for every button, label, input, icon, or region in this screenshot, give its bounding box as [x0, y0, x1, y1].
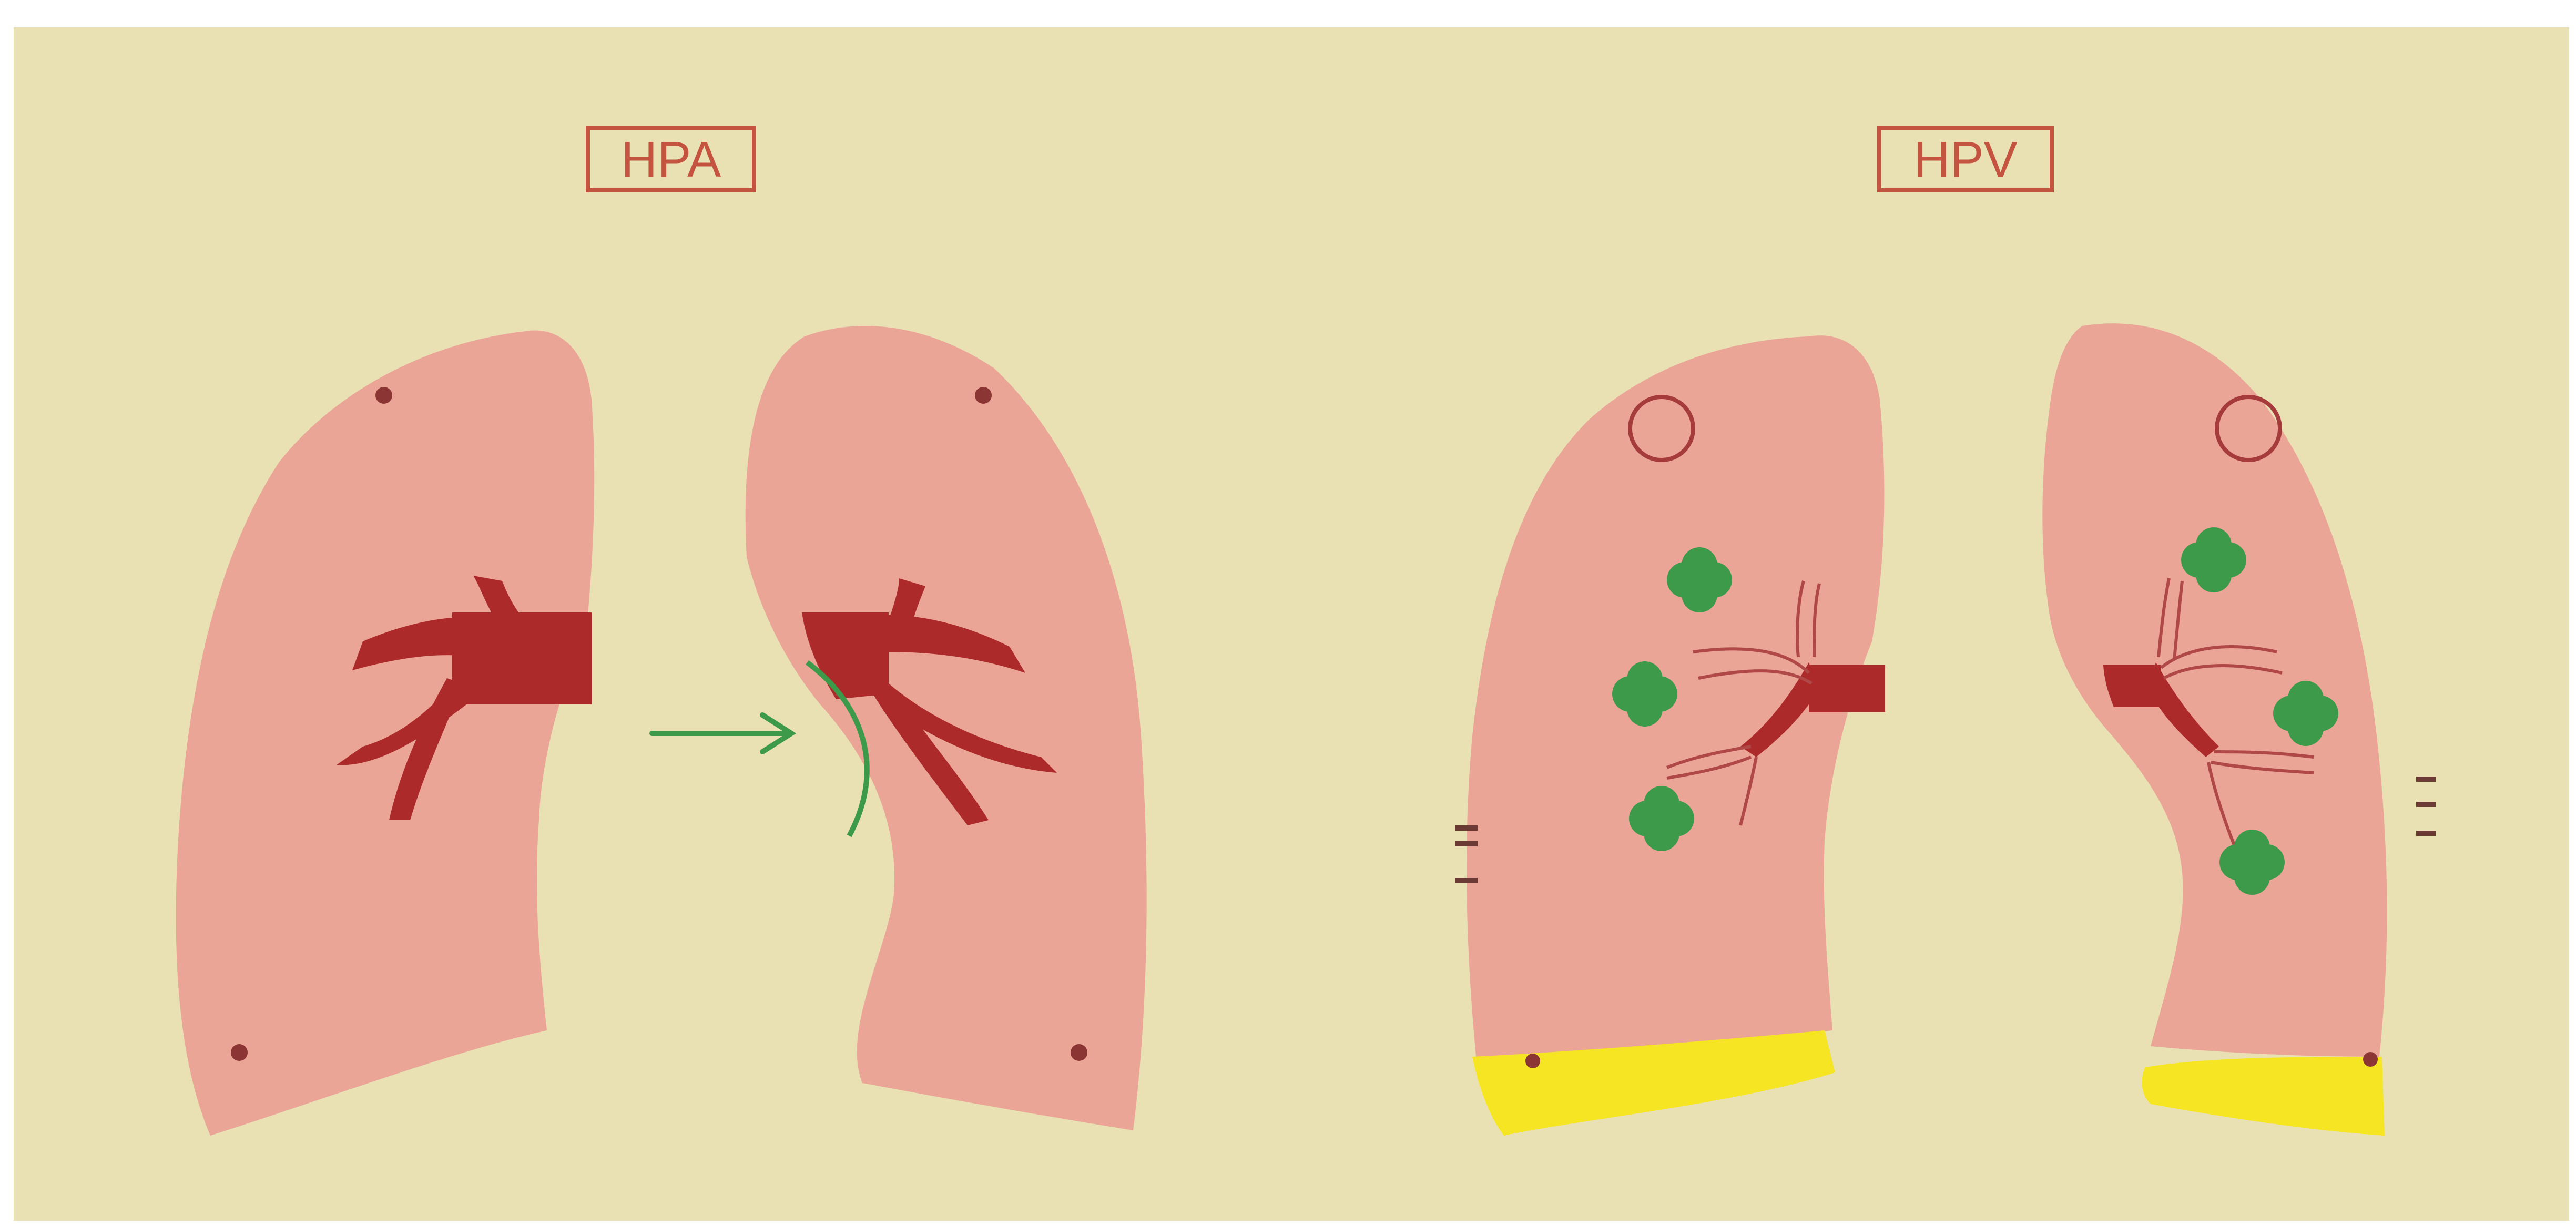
hpa-right-dot-bottom — [1071, 1044, 1087, 1061]
hpv-label: HPV — [1913, 131, 2017, 188]
hpa-left-dot-top — [375, 387, 392, 404]
hpv-left-dot-bottom — [1525, 1054, 1540, 1068]
hpa-left-dot-bottom — [231, 1044, 248, 1061]
hpa-right-dot-top — [975, 387, 992, 404]
hpv-right-dot-bottom — [2363, 1052, 2378, 1067]
hpa-label: HPA — [621, 131, 721, 188]
